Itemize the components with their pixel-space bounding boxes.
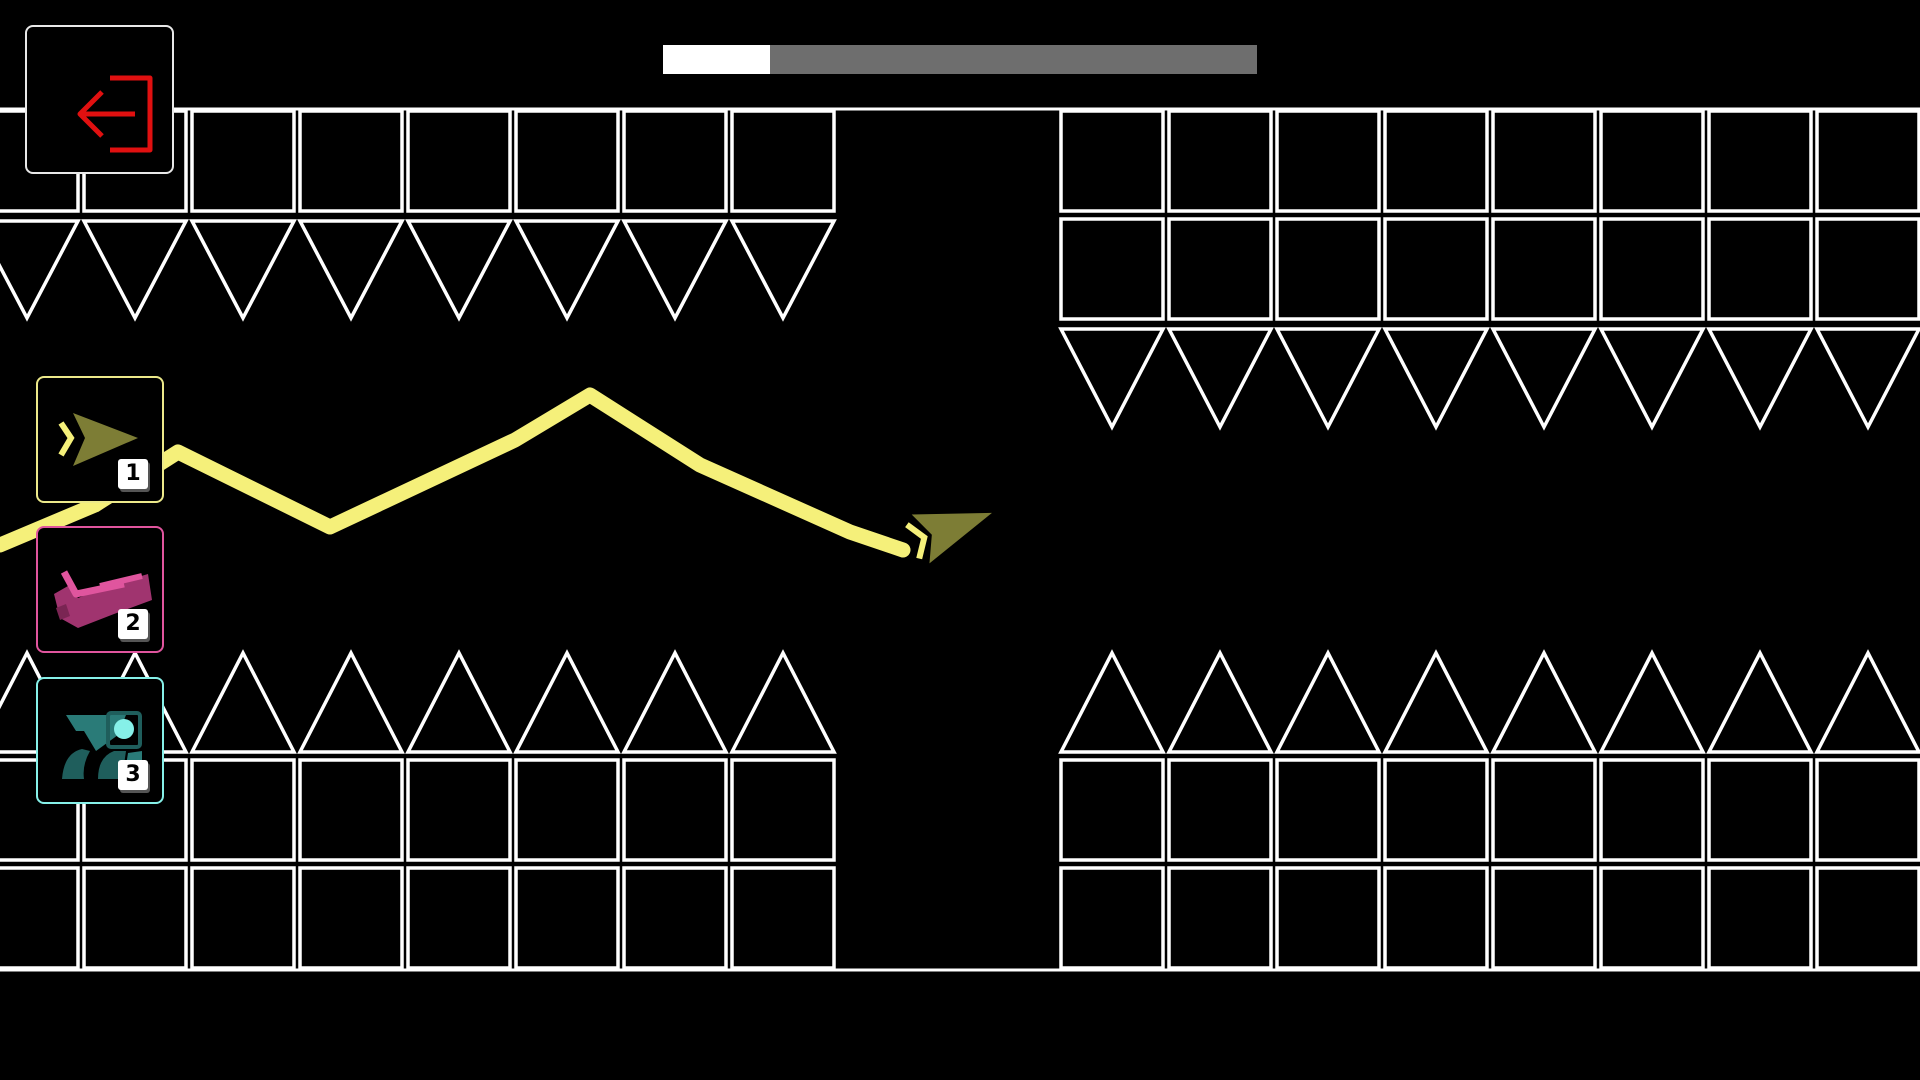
floor-block — [190, 866, 296, 970]
ceiling-spike — [1166, 327, 1274, 431]
ceiling-block — [514, 109, 620, 213]
exit-door-icon — [77, 75, 152, 152]
floor-block — [1059, 758, 1165, 862]
ceiling-block — [622, 109, 728, 213]
ceiling-spike — [513, 219, 621, 322]
ceiling-spike — [1382, 327, 1490, 431]
floor-block — [0, 866, 80, 970]
mode-button-wave[interactable]: 1 — [36, 376, 164, 503]
floor-spike — [1814, 649, 1920, 754]
floor-block — [1275, 758, 1381, 862]
floor-block — [514, 866, 620, 970]
floor-block — [1599, 866, 1705, 970]
ceiling-block — [1059, 109, 1165, 213]
floor-block — [298, 758, 404, 862]
ceiling-block — [730, 109, 836, 213]
ceiling-block — [1815, 109, 1920, 213]
floor-spike — [1166, 649, 1274, 754]
floor-spike — [1058, 649, 1166, 754]
ceiling-spike — [81, 219, 189, 322]
floor-block — [1383, 866, 1489, 970]
ceiling-block — [1599, 109, 1705, 213]
floor-block — [1491, 758, 1597, 862]
floor-block — [1815, 758, 1920, 862]
floor-block — [730, 866, 836, 970]
floor-block — [1275, 866, 1381, 970]
exit-button[interactable] — [25, 25, 174, 174]
ceiling-block — [1599, 217, 1705, 321]
level-geometry — [0, 109, 1920, 970]
ceiling-spike — [1706, 327, 1814, 431]
ceiling-spike — [297, 219, 405, 322]
player-wave-icon — [905, 512, 992, 564]
floor-block — [1059, 866, 1165, 970]
ceiling-block — [1491, 109, 1597, 213]
ceiling-spike — [1058, 327, 1166, 431]
level-progress-bar — [663, 45, 1257, 74]
mode-key-badge: 3 — [118, 760, 148, 790]
ceiling-spike — [729, 219, 837, 322]
floor-block — [82, 866, 188, 970]
ceiling-block — [190, 109, 296, 213]
ceiling-spike — [1274, 327, 1382, 431]
ceiling-spike — [1598, 327, 1706, 431]
mode-key-badge: 2 — [118, 609, 148, 639]
floor-block — [1815, 866, 1920, 970]
ceiling-block — [1167, 109, 1273, 213]
ceiling-block — [1707, 109, 1813, 213]
floor-spike — [297, 649, 405, 754]
floor-spike — [189, 649, 297, 754]
floor-block — [622, 866, 728, 970]
floor-spike — [1598, 649, 1706, 754]
floor-spike — [729, 649, 837, 754]
ceiling-block — [1059, 217, 1165, 321]
mode-button-ufo[interactable]: 3 — [36, 677, 164, 804]
floor-block — [1491, 866, 1597, 970]
floor-block — [1707, 758, 1813, 862]
mode-key-badge: 1 — [118, 459, 148, 489]
floor-block — [1383, 758, 1489, 862]
floor-spike — [621, 649, 729, 754]
floor-block — [730, 758, 836, 862]
ceiling-block — [1275, 109, 1381, 213]
floor-block — [0, 758, 80, 862]
floor-block — [298, 866, 404, 970]
wave-arrow-icon — [58, 413, 138, 466]
ceiling-spike — [1490, 327, 1598, 431]
floor-spike — [1274, 649, 1382, 754]
ceiling-spike — [0, 219, 81, 322]
floor-block — [514, 758, 620, 862]
ceiling-block — [1383, 217, 1489, 321]
ceiling-spike — [189, 219, 297, 322]
ceiling-block — [298, 109, 404, 213]
floor-block — [406, 758, 512, 862]
floor-spike — [1382, 649, 1490, 754]
ship-icon — [54, 570, 152, 628]
ceiling-block — [1491, 217, 1597, 321]
ceiling-spike — [405, 219, 513, 322]
floor-block — [622, 758, 728, 862]
floor-spike — [1490, 649, 1598, 754]
floor-block — [1599, 758, 1705, 862]
floor-spike — [1706, 649, 1814, 754]
floor-block — [1167, 866, 1273, 970]
floor-block — [1707, 866, 1813, 970]
floor-spike — [405, 649, 513, 754]
ceiling-spike — [621, 219, 729, 322]
ceiling-block — [1383, 109, 1489, 213]
ceiling-block — [1167, 217, 1273, 321]
level-progress-fill — [663, 45, 770, 74]
mode-button-ship[interactable]: 2 — [36, 526, 164, 653]
floor-block — [1167, 758, 1273, 862]
floor-block — [190, 758, 296, 862]
ceiling-spike — [1814, 327, 1920, 431]
floor-spike — [513, 649, 621, 754]
ceiling-block — [1815, 217, 1920, 321]
ceiling-block — [1275, 217, 1381, 321]
ceiling-block — [406, 109, 512, 213]
floor-block — [406, 866, 512, 970]
ceiling-block — [1707, 217, 1813, 321]
